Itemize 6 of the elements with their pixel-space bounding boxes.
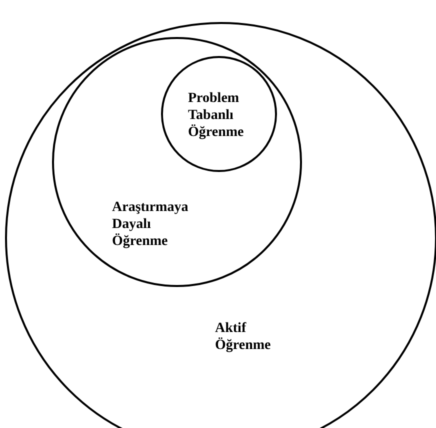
set-label: Problem Tabanlı Öğrenme — [188, 90, 245, 141]
set-circle — [52, 37, 302, 287]
set-label: Araştırmaya Dayalı Öğrenme — [112, 199, 190, 250]
set-label: Aktif Öğrenme — [215, 320, 272, 354]
set-circle — [161, 56, 277, 172]
set-circle — [5, 22, 436, 428]
